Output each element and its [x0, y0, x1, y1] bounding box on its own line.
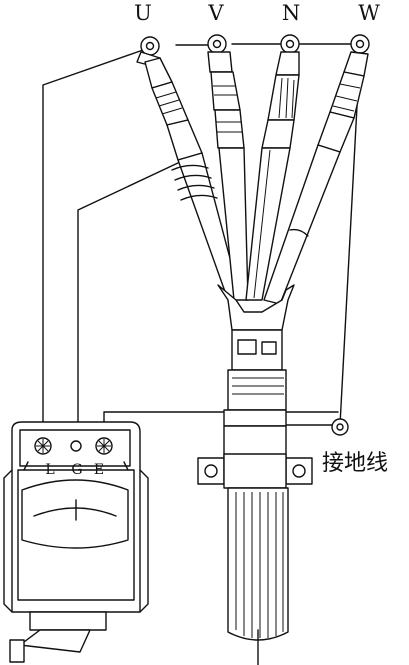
- phase-label-v: V: [207, 1, 224, 25]
- cable-body: [227, 487, 289, 665]
- conductor-u: [136, 36, 241, 301]
- conductor-n: [245, 34, 300, 301]
- test-wires: [42, 43, 361, 441]
- terminal-label-e: E: [94, 462, 104, 478]
- cable-clamp: [197, 453, 313, 489]
- terminal-label-g: G: [71, 462, 82, 478]
- ground-terminal: [331, 418, 349, 436]
- phase-label-n: N: [282, 1, 300, 25]
- terminal-label-l: L: [45, 462, 54, 478]
- phase-label-u: U: [134, 1, 152, 25]
- phase-label-w: W: [358, 1, 380, 25]
- cable-breakout: [217, 284, 295, 463]
- ground-wire-label: 接地线: [322, 451, 388, 476]
- insulation-tester: [3, 421, 149, 663]
